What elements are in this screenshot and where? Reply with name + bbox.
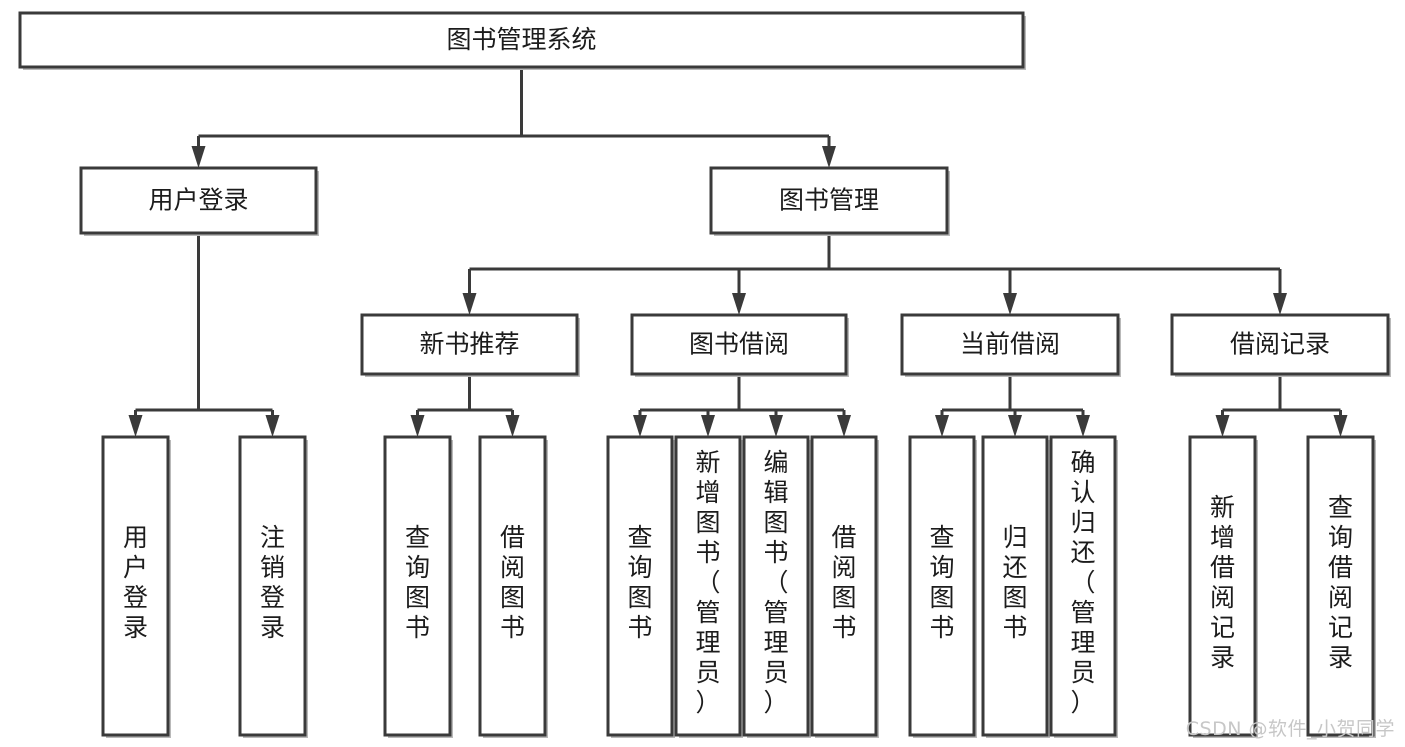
arrow-down-icon-leaf-rec-add-record (1215, 415, 1230, 437)
node-label: 确认归还（管理员） (1070, 448, 1095, 717)
box-outline (1188, 435, 1257, 737)
node-label: 编辑图书（管理员） (763, 448, 788, 717)
box-outline (79, 166, 318, 235)
connectors-layer (128, 67, 1348, 437)
node-leaf-user-logout[interactable]: 注销登录 (238, 435, 308, 738)
arrow-down-icon-level3-0 (462, 293, 477, 315)
node-label: 用户登录 (148, 186, 248, 215)
node-leaf-cur-query-book[interactable]: 查询图书 (908, 435, 977, 738)
box-outline (478, 435, 547, 737)
arrow-down-icon-leaf-borrow-borrow-book (837, 415, 851, 437)
box-outline (900, 313, 1120, 376)
arrow-down-icon-level3-2 (1003, 293, 1017, 315)
box-outline (742, 435, 810, 737)
box-outline (709, 166, 949, 235)
node-label: 查询图书 (627, 523, 652, 642)
node-book-borrow[interactable]: 图书借阅 (630, 313, 849, 377)
box-outline (238, 435, 307, 737)
node-leaf-borrow-add-book[interactable]: 新增图书（管理员） (674, 435, 743, 738)
node-label: 借阅图书 (500, 523, 525, 642)
box-outline (908, 435, 976, 737)
arrow-down-icon-leaf-cur-confirm-return (1076, 415, 1090, 437)
node-root-system[interactable]: 图书管理系统 (18, 11, 1026, 70)
arrow-down-icon-leaf-borrow-add-book (701, 415, 715, 437)
node-leaf-borrow-query-book[interactable]: 查询图书 (606, 435, 675, 738)
node-label: 注销登录 (260, 523, 285, 642)
arrow-down-icon-leaf-user-login (128, 415, 143, 437)
arrow-down-icon-level3-1 (732, 293, 746, 315)
node-label: 新书推荐 (419, 330, 519, 359)
node-leaf-borrow-borrow-book[interactable]: 借阅图书 (810, 435, 879, 738)
node-label: 新增图书（管理员） (695, 448, 720, 717)
node-label: 新增借阅记录 (1210, 493, 1235, 672)
node-leaf-rec-query-book[interactable]: 查询图书 (383, 435, 453, 738)
node-user-login[interactable]: 用户登录 (79, 166, 319, 236)
arrow-down-icon-leaf-rec-borrow-book (505, 415, 520, 437)
node-label: 归还图书 (1002, 523, 1027, 642)
arrow-down-icon-leaf-cur-query-book (935, 415, 949, 437)
node-label: 图书借阅 (689, 330, 789, 359)
node-leaf-cur-return-book[interactable]: 归还图书 (981, 435, 1050, 738)
arrow-down-icon-leaf-user-logout (265, 415, 280, 437)
node-label: 用户登录 (123, 523, 148, 642)
node-leaf-cur-confirm-return[interactable]: 确认归还（管理员） (1049, 435, 1118, 738)
node-label: 查询图书 (929, 523, 954, 642)
watermark-csdn: CSDN @软件_小贺同学 (1185, 718, 1395, 740)
node-label: 查询图书 (405, 523, 430, 642)
arrow-down-icon-leaf-borrow-edit-book (769, 415, 783, 437)
box-outline (810, 435, 878, 737)
box-outline (981, 435, 1049, 737)
arrow-down-icon-leaf-rec-query-book (410, 415, 425, 437)
box-outline (101, 435, 170, 737)
node-leaf-rec-borrow-book[interactable]: 借阅图书 (478, 435, 548, 738)
node-leaf-borrow-edit-book[interactable]: 编辑图书（管理员） (742, 435, 811, 738)
arrow-down-icon-level2-0 (191, 146, 206, 168)
arrow-down-icon-leaf-borrow-query-book (633, 415, 647, 437)
node-label: 查询借阅记录 (1328, 493, 1353, 672)
box-outline (383, 435, 452, 737)
arrow-down-icon-leaf-rec-query-record (1333, 415, 1348, 437)
node-book-manage[interactable]: 图书管理 (709, 166, 950, 236)
arrow-down-icon-level2-1 (822, 146, 836, 168)
node-leaf-rec-add-record[interactable]: 新增借阅记录 (1188, 435, 1258, 738)
node-new-book-recommend[interactable]: 新书推荐 (360, 313, 580, 377)
node-leaf-rec-query-record[interactable]: 查询借阅记录 (1306, 435, 1376, 738)
node-label: 当前借阅 (960, 330, 1060, 359)
box-outline (674, 435, 742, 737)
box-outline (1049, 435, 1117, 737)
box-outline (630, 313, 848, 376)
arrow-down-icon-leaf-cur-return-book (1008, 415, 1022, 437)
node-current-borrow[interactable]: 当前借阅 (900, 313, 1121, 377)
node-label: 借阅记录 (1230, 330, 1330, 359)
box-outline (360, 313, 579, 376)
node-label: 图书管理 (779, 186, 879, 215)
box-outline (606, 435, 674, 737)
node-label: 图书管理系统 (446, 25, 596, 54)
arrow-down-icon-level3-3 (1273, 293, 1287, 315)
node-borrow-record[interactable]: 借阅记录 (1170, 313, 1391, 377)
box-outline (1306, 435, 1375, 737)
box-outline (1170, 313, 1390, 376)
node-label: 借阅图书 (831, 523, 856, 642)
box-outline (18, 11, 1025, 69)
nodes-layer: 图书管理系统用户登录图书管理新书推荐图书借阅当前借阅借阅记录用户登录注销登录查询… (18, 11, 1391, 738)
node-leaf-user-login[interactable]: 用户登录 (101, 435, 171, 738)
